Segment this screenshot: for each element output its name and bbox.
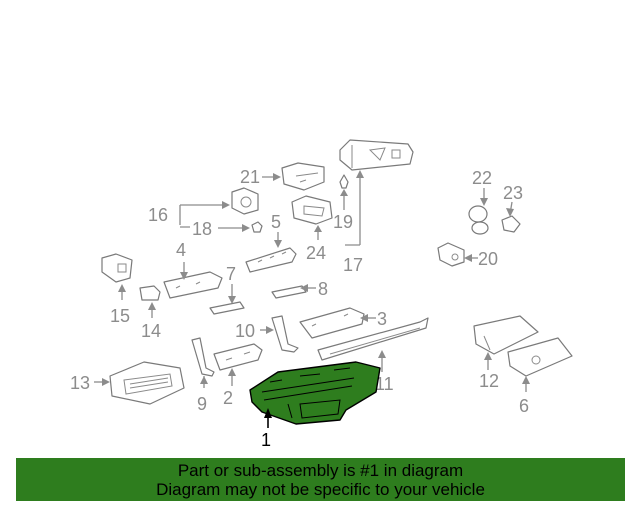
part-10-trim[interactable] bbox=[271, 315, 299, 353]
parts-diagram: 17 19 21 16 18 24 5 bbox=[70, 139, 573, 450]
part-18-screw[interactable] bbox=[251, 221, 263, 233]
callout-2: 2 bbox=[223, 388, 233, 408]
callout-17: 17 bbox=[343, 255, 363, 275]
part-9-trim[interactable] bbox=[191, 337, 215, 377]
part-1-main-assembly[interactable] bbox=[249, 361, 381, 425]
callout-15: 15 bbox=[110, 306, 130, 326]
part-11-trim-strip[interactable] bbox=[317, 317, 429, 361]
callout-12: 12 bbox=[479, 371, 499, 391]
callout-11: 11 bbox=[375, 374, 394, 394]
part-14-clip[interactable] bbox=[139, 285, 161, 301]
callout-20: 20 bbox=[478, 249, 498, 269]
part-6-panel[interactable] bbox=[507, 337, 573, 377]
callout-24: 24 bbox=[306, 243, 326, 263]
callout-21: 21 bbox=[240, 167, 260, 187]
callout-22: 22 bbox=[472, 168, 492, 188]
part-19-clip[interactable] bbox=[339, 174, 349, 189]
part-2-bracket[interactable] bbox=[213, 343, 263, 371]
callout-1: 1 bbox=[261, 430, 271, 450]
callout-23: 23 bbox=[503, 183, 523, 203]
callout-14: 14 bbox=[141, 321, 161, 341]
callout-17-leader bbox=[345, 170, 364, 246]
callout-18: 18 bbox=[192, 219, 212, 239]
callout-5: 5 bbox=[271, 212, 281, 232]
part-3-panel[interactable] bbox=[299, 307, 365, 339]
callout-10: 10 bbox=[235, 321, 255, 341]
part-21-switch[interactable] bbox=[281, 162, 325, 191]
banner-line-1: Part or sub-assembly is #1 in diagram bbox=[177, 460, 464, 480]
part-24-switch[interactable] bbox=[291, 195, 333, 225]
callout-13: 13 bbox=[70, 373, 90, 393]
callout-3: 3 bbox=[377, 309, 387, 329]
callout-4: 4 bbox=[176, 240, 186, 260]
callout-7: 7 bbox=[226, 264, 236, 284]
part-15-switch[interactable] bbox=[101, 253, 133, 283]
part-4-bracket[interactable] bbox=[163, 271, 223, 299]
info-banner: Part or sub-assembly is #1 in diagram Di… bbox=[16, 458, 625, 501]
part-8-panel[interactable] bbox=[271, 285, 307, 299]
part-20-socket[interactable] bbox=[437, 242, 465, 267]
part-23-plug[interactable] bbox=[501, 215, 521, 233]
part-12-panel[interactable] bbox=[473, 315, 539, 355]
callout-8: 8 bbox=[318, 279, 328, 299]
part-7-panel[interactable] bbox=[209, 301, 245, 315]
part-5-bracket[interactable] bbox=[245, 247, 297, 273]
part-17-switch-panel[interactable] bbox=[339, 139, 414, 171]
part-13-vent[interactable] bbox=[109, 361, 185, 405]
part-16-switch[interactable] bbox=[231, 187, 259, 215]
callout-6: 6 bbox=[519, 396, 529, 416]
callout-16: 16 bbox=[148, 205, 168, 225]
banner-line-2: Diagram may not be specific to your vehi… bbox=[156, 479, 485, 499]
part-22-socket[interactable] bbox=[468, 205, 489, 235]
callout-19: 19 bbox=[333, 212, 353, 232]
callout-9: 9 bbox=[197, 394, 207, 414]
